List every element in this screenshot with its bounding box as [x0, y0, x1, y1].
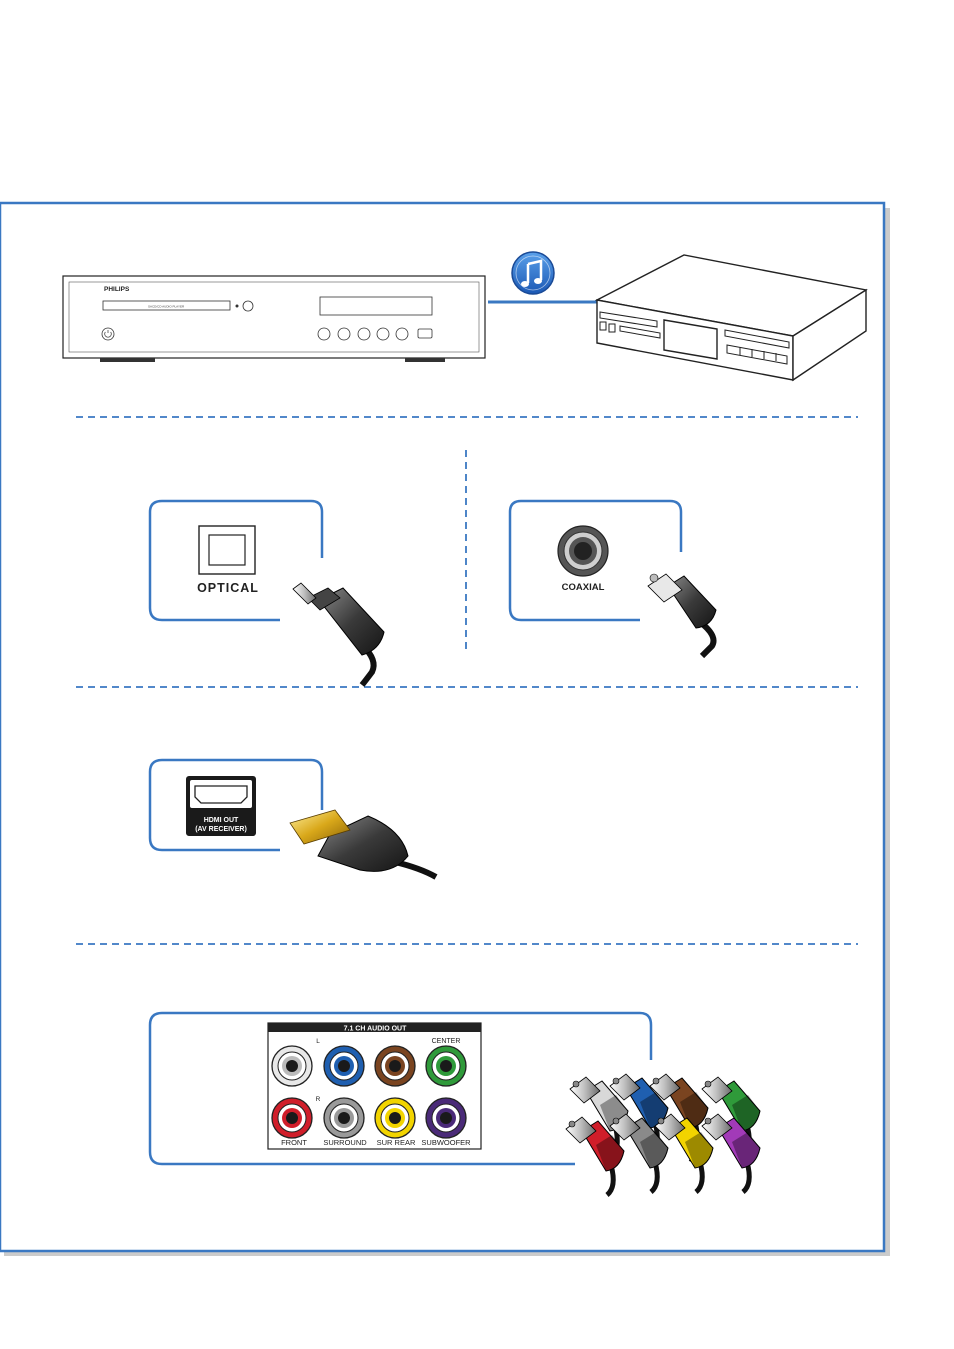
label-l: L	[316, 1038, 320, 1045]
jack-front-r	[272, 1098, 312, 1138]
label-center: CENTER	[432, 1038, 461, 1045]
music-note-icon	[512, 252, 554, 294]
player-brand: PHILIPS	[104, 286, 130, 293]
hdmi-label-2: (AV RECEIVER)	[195, 826, 247, 833]
label-r: R	[316, 1096, 321, 1103]
coaxial-label: COAXIAL	[562, 582, 605, 593]
label-front: FRONT	[281, 1138, 307, 1147]
label-surround: SURROUND	[323, 1138, 367, 1147]
jack-sur-rear-r	[375, 1098, 415, 1138]
player-model: SACD/CD AUDIO PLAYER	[148, 305, 185, 309]
hdmi-label-1: HDMI OUT	[204, 817, 239, 824]
jack-center	[426, 1046, 466, 1086]
jack-surround-r	[324, 1098, 364, 1138]
sacd-player: PHILIPS SACD/CD AUDIO PLAYER	[63, 276, 485, 362]
label-sur-rear: SUR REAR	[377, 1138, 416, 1147]
jack-surround-l	[324, 1046, 364, 1086]
jack-subwoofer	[426, 1098, 466, 1138]
audio71-title: 7.1 CH AUDIO OUT	[344, 1026, 407, 1033]
jack-front-l	[272, 1046, 312, 1086]
label-subwoofer: SUBWOOFER	[421, 1138, 471, 1147]
optical-label: OPTICAL	[197, 581, 259, 595]
jack-sur-rear-l	[375, 1046, 415, 1086]
